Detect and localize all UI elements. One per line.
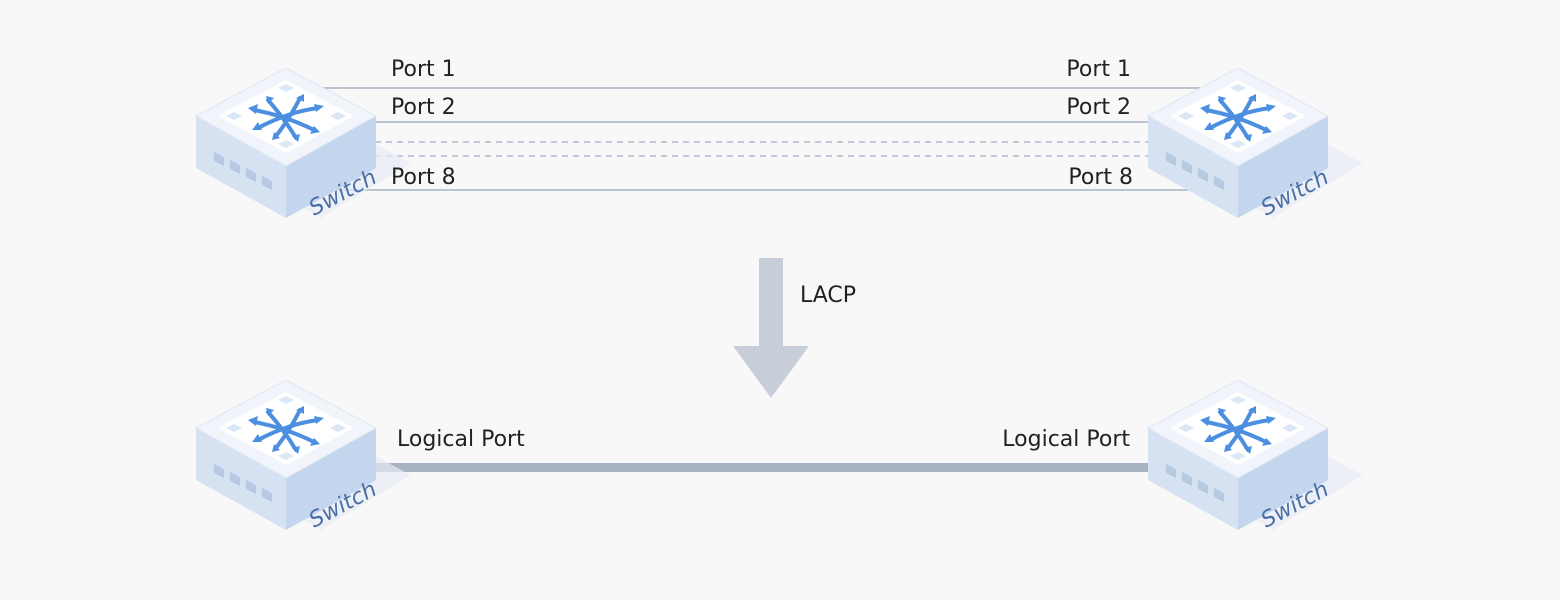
lacp-label: LACP xyxy=(800,283,856,308)
left-port-1-label: Port 1 xyxy=(391,57,456,82)
left-logical-port-label: Logical Port xyxy=(397,427,525,452)
switch-top-right: Switch xyxy=(1146,66,1365,221)
left-port-8-label: Port 8 xyxy=(391,165,456,190)
switch-bottom-left: Switch xyxy=(194,378,413,533)
switch-bottom-right: Switch xyxy=(1146,378,1365,533)
down-arrow-icon xyxy=(733,258,809,398)
right-logical-port-label: Logical Port xyxy=(1002,427,1130,452)
switch-top-left: Switch xyxy=(194,66,413,221)
left-port-2-label: Port 2 xyxy=(391,95,456,120)
right-port-2-label: Port 2 xyxy=(1066,95,1131,120)
top-links xyxy=(310,87,1210,191)
logical-link xyxy=(370,463,1155,472)
right-port-1-label: Port 1 xyxy=(1066,57,1131,82)
right-port-8-label: Port 8 xyxy=(1068,165,1133,190)
